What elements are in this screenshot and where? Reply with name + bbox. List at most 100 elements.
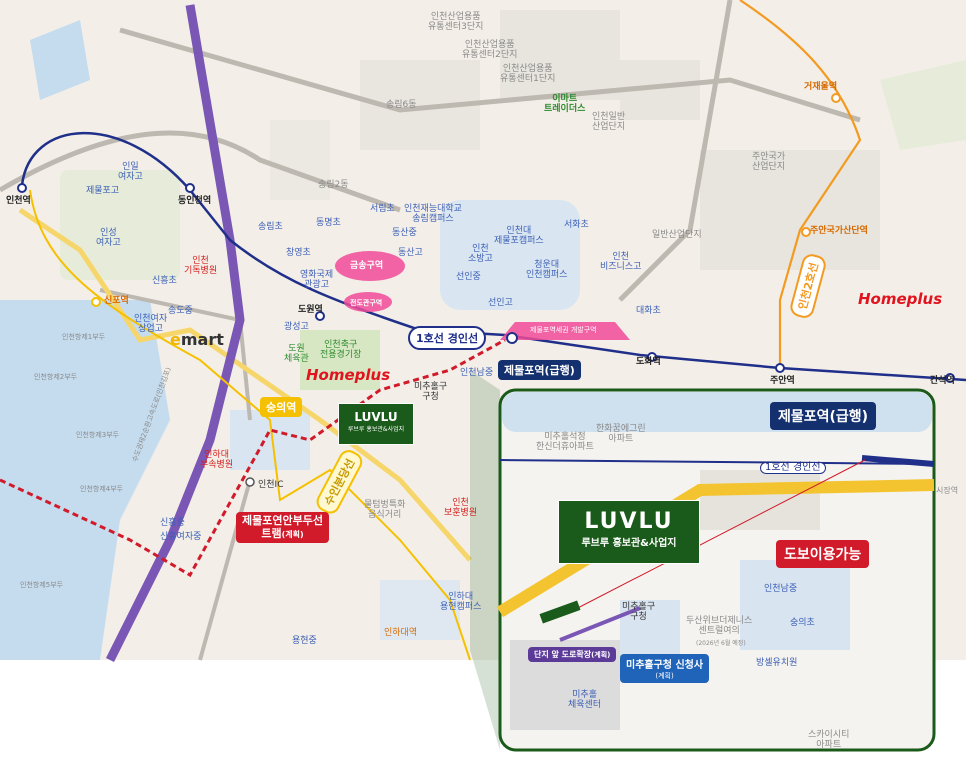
poi: 송도중 xyxy=(168,306,193,316)
geumsong-area: 금송구역 xyxy=(350,261,384,271)
road-expand-text: 단지 앞 도로확장 xyxy=(534,650,592,659)
poi: 인천항제1부두 xyxy=(62,333,106,341)
tram-label-text: 제물포연안부두선 트램 xyxy=(242,514,323,540)
poi: 인천 보훈병원 xyxy=(444,498,478,518)
poi: 인천산업용품 유통센터2단지 xyxy=(462,40,518,60)
inset-poi: 미추홀 체육센터 xyxy=(568,690,602,710)
station-sinpo: 신포역 xyxy=(104,296,129,306)
inset-station-tag: 제물포역(급행) xyxy=(770,402,877,430)
inset-luvlu-sub: 루브루 홍보관&사업지 xyxy=(581,538,677,549)
poi: 동산고 xyxy=(398,248,423,258)
luvlu-marker-sub: 루브루 홍보관&사업지 xyxy=(347,426,405,433)
poi: 인천 기독병원 xyxy=(184,256,218,276)
inset-luvlu-box: LUVLU 루브루 홍보관&사업지 xyxy=(558,500,700,564)
station-incheon: 인천역 xyxy=(6,196,31,206)
inset-luvlu-title: LUVLU xyxy=(584,509,674,534)
poi: 인천 소방고 xyxy=(468,244,493,264)
poi: 서림초 xyxy=(370,204,395,214)
poi: 인천재능대학교 송림캠퍼스 xyxy=(404,204,462,224)
poi: 인천여자 상업고 xyxy=(134,314,168,334)
inset-poi: 미추홀구 구청 xyxy=(622,602,656,622)
station-juan-ind: 주안국가산단역 xyxy=(810,226,868,236)
inset-poi: 미추홀석정 한신더휴아파트 xyxy=(536,432,594,452)
line1-label: 1호선 경인선 xyxy=(408,326,487,350)
road-expand-tag: 단지 앞 도로확장(계획) xyxy=(528,647,617,662)
poi: 창영초 xyxy=(286,248,311,258)
poi: 광성고 xyxy=(284,322,309,332)
poi: 인일 여자고 xyxy=(118,162,143,182)
station-juan: 주안역 xyxy=(770,376,795,386)
station-inha-univ: 인하대역 xyxy=(384,628,418,638)
poi: 인천산업용품 유통센터3단지 xyxy=(428,12,484,32)
office-tag: 미추홀구청 신청사 (계획) xyxy=(620,654,710,683)
road-expand-note: (계획) xyxy=(591,651,611,659)
station-dowon: 도원역 xyxy=(298,305,323,315)
homeplus-logo-2: Homeplus xyxy=(858,290,943,308)
inset-poi: 숭의초 xyxy=(790,618,815,628)
poi: 인천항제5부두 xyxy=(20,581,64,589)
poi: 동명초 xyxy=(316,218,341,228)
poi: 인천항제2부두 xyxy=(34,373,78,381)
poi: 신흥여자중 xyxy=(160,532,202,542)
poi: 영화국제 관광고 xyxy=(300,270,334,290)
office-note: (계획) xyxy=(655,672,674,680)
poi: 인천항제3부두 xyxy=(76,431,120,439)
station-dongincheon: 동인천역 xyxy=(178,196,212,206)
poi: 신흥초 xyxy=(152,276,177,286)
poi: 물텀벙특화 음식거리 xyxy=(364,500,406,520)
office-text: 미추홀구청 신청사 xyxy=(626,660,704,671)
station-ganseok: 간석역 xyxy=(930,376,955,386)
inset-poi: (2026년 6월 예정) xyxy=(696,640,746,647)
poi: 일반산업단지 xyxy=(652,230,702,240)
poi: 인하대 부속병원 xyxy=(200,450,234,470)
luvlu-marker-title: LUVLU xyxy=(354,410,398,424)
poi: 주안국가 산업단지 xyxy=(752,152,786,172)
walk-available-tag: 도보이용가능 xyxy=(776,540,870,568)
poi: 도원 체육관 xyxy=(284,344,309,364)
jemulpo-station-tag: 제물포역(급행) xyxy=(498,360,581,380)
poi: 제물포고 xyxy=(86,186,120,196)
inset-poi: 방셀유치원 xyxy=(756,658,798,668)
poi: 인천일반 산업단지 xyxy=(592,112,626,132)
poi: 용현중 xyxy=(292,636,317,646)
homeplus-logo-1: Homeplus xyxy=(306,366,391,384)
inset-poi: 인천남중 xyxy=(764,584,798,594)
poi: 송림2동 xyxy=(318,180,349,190)
jemulpo-dev-area: 제물포역세권 개발구역 xyxy=(530,326,597,334)
station-incheon-ic: 인천IC xyxy=(258,480,284,490)
poi: 청운대 인천캠퍼스 xyxy=(526,260,568,280)
poi: 미추홀구 구청 xyxy=(414,382,448,402)
poi: 이마트 트레이더스 xyxy=(544,94,586,114)
inset-poi: 두산위브더제니스 센트럴여의 xyxy=(686,616,753,636)
poi: 동산중 xyxy=(392,228,417,238)
poi: 인천항제4부두 xyxy=(80,485,124,493)
poi: 인천 비즈니스고 xyxy=(600,252,642,272)
jeondo-area: 전도관구역 xyxy=(350,299,383,307)
poi: 선인중 xyxy=(456,272,481,282)
poi: 인성 여자고 xyxy=(96,228,121,248)
poi: 서화초 xyxy=(564,220,589,230)
poi: 대화초 xyxy=(636,306,661,316)
inset-poi: 스카이시티 아파트 xyxy=(808,730,850,750)
emart-logo: emart xyxy=(170,330,224,349)
luvlu-marker: LUVLU 루브루 홍보관&사업지 xyxy=(338,403,414,445)
poi: 인하대 용현캠퍼스 xyxy=(440,592,482,612)
poi: 선인고 xyxy=(488,298,513,308)
station-sungui: 숭의역 xyxy=(260,397,303,417)
tram-label: 제물포연안부두선 트램(계획) xyxy=(236,512,329,543)
poi: 인천축구 전용경기장 xyxy=(320,340,362,360)
station-dohwa: 도화역 xyxy=(636,357,661,367)
station-geojae: 거재울역 xyxy=(804,82,838,92)
tram-label-note: (계획) xyxy=(281,530,304,539)
inset-line1-label: 1호선 경인선 xyxy=(760,462,826,474)
poi: 신흥중 xyxy=(160,518,185,528)
poi: 인천남중 xyxy=(460,368,494,378)
poi: 인천산업용품 유통센터1단지 xyxy=(500,64,556,84)
emart-rest: mart xyxy=(180,330,224,349)
poi: 송림초 xyxy=(258,222,283,232)
inset-road-label: 시장역 xyxy=(936,486,959,495)
inset-poi: 한화꿈에그린 아파트 xyxy=(596,424,646,444)
poi: 송림6동 xyxy=(386,100,417,110)
